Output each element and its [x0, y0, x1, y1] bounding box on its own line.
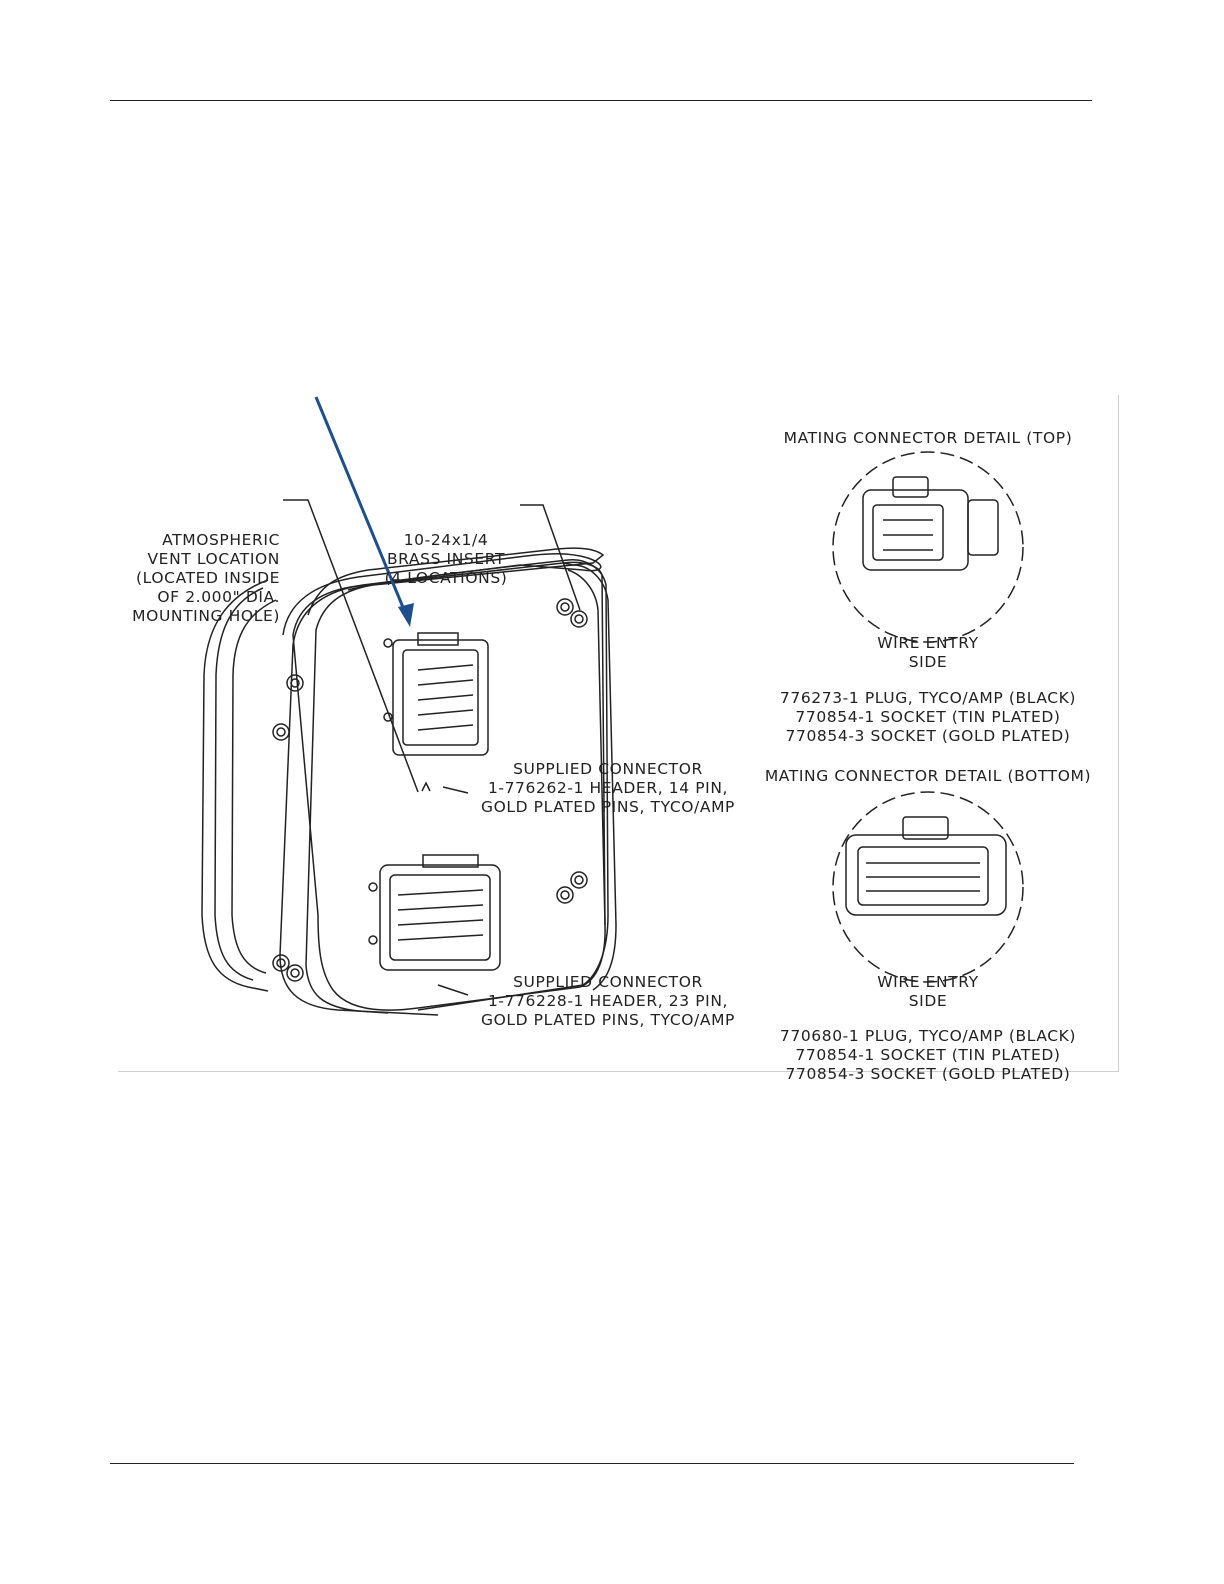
- header-rule: [110, 100, 1092, 101]
- housing-outline: [201, 579, 269, 992]
- detail-top-circle: [832, 451, 1024, 643]
- insert-leader: [520, 504, 581, 611]
- brass-insert: [272, 598, 588, 982]
- housing-outline: [231, 599, 277, 974]
- connector-14-pin: [383, 632, 489, 756]
- frame-edge: [347, 559, 609, 1011]
- diagram-drawing: [201, 396, 1024, 1016]
- connector-leader: [437, 984, 469, 996]
- detail-top-parts: 776273-1 PLUG, TYCO/AMP (BLACK)770854-1 …: [779, 689, 1077, 745]
- connector-leader: [442, 786, 469, 794]
- detail-bottom-title: MATING CONNECTOR DETAIL (BOTTOM): [764, 767, 1092, 785]
- vent-leader: [283, 499, 419, 793]
- detail-bottom-circle: [832, 791, 1024, 983]
- arrow-indicator: [314, 396, 414, 627]
- right-face: [562, 562, 617, 991]
- main-panel: [292, 561, 606, 1011]
- right-face: [567, 569, 606, 926]
- front-face: [279, 553, 602, 1016]
- footer-rule: [110, 1463, 1074, 1464]
- connector-23-pin: [368, 854, 501, 971]
- detail-bottom-parts: 770680-1 PLUG, TYCO/AMP (BLACK)770854-1 …: [779, 1027, 1077, 1083]
- housing-outline: [214, 587, 264, 981]
- detail-top-title: MATING CONNECTOR DETAIL (TOP): [783, 429, 1073, 447]
- vent-marker: [421, 781, 431, 792]
